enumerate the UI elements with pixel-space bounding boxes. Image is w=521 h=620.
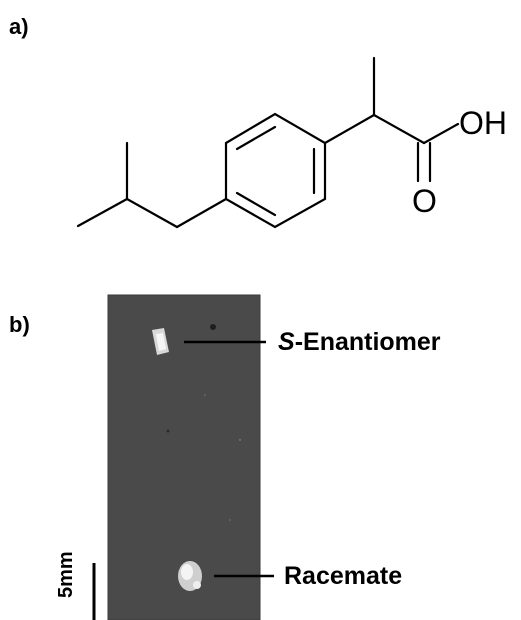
enantiomer-suffix: -Enantiomer xyxy=(294,328,441,356)
panel-a-label: a) xyxy=(9,14,29,39)
aromatic-double-bond xyxy=(235,191,277,217)
bond xyxy=(422,122,460,145)
bond xyxy=(323,113,376,145)
bond xyxy=(76,197,129,228)
bond xyxy=(372,113,426,145)
aromatic-double-bond xyxy=(235,125,277,151)
racemate-crystal xyxy=(178,561,202,591)
s-enantiomer-label: S-Enantiomer xyxy=(278,328,441,357)
panel-b-label: b) xyxy=(9,312,30,337)
bond xyxy=(125,197,179,229)
s-enantiomer-crystal xyxy=(152,328,169,355)
carbonyl-oxygen-label: O xyxy=(412,183,437,219)
scale-bar-label: 5mm xyxy=(55,551,77,598)
ibuprofen-skeletal-structure xyxy=(76,56,460,229)
racemate-label: Racemate xyxy=(284,562,403,590)
crystal-photo xyxy=(107,294,261,620)
bond xyxy=(175,197,228,229)
benzene-ring xyxy=(224,112,327,229)
hydroxyl-label: OH xyxy=(459,105,507,141)
s-prefix: S xyxy=(278,328,295,356)
